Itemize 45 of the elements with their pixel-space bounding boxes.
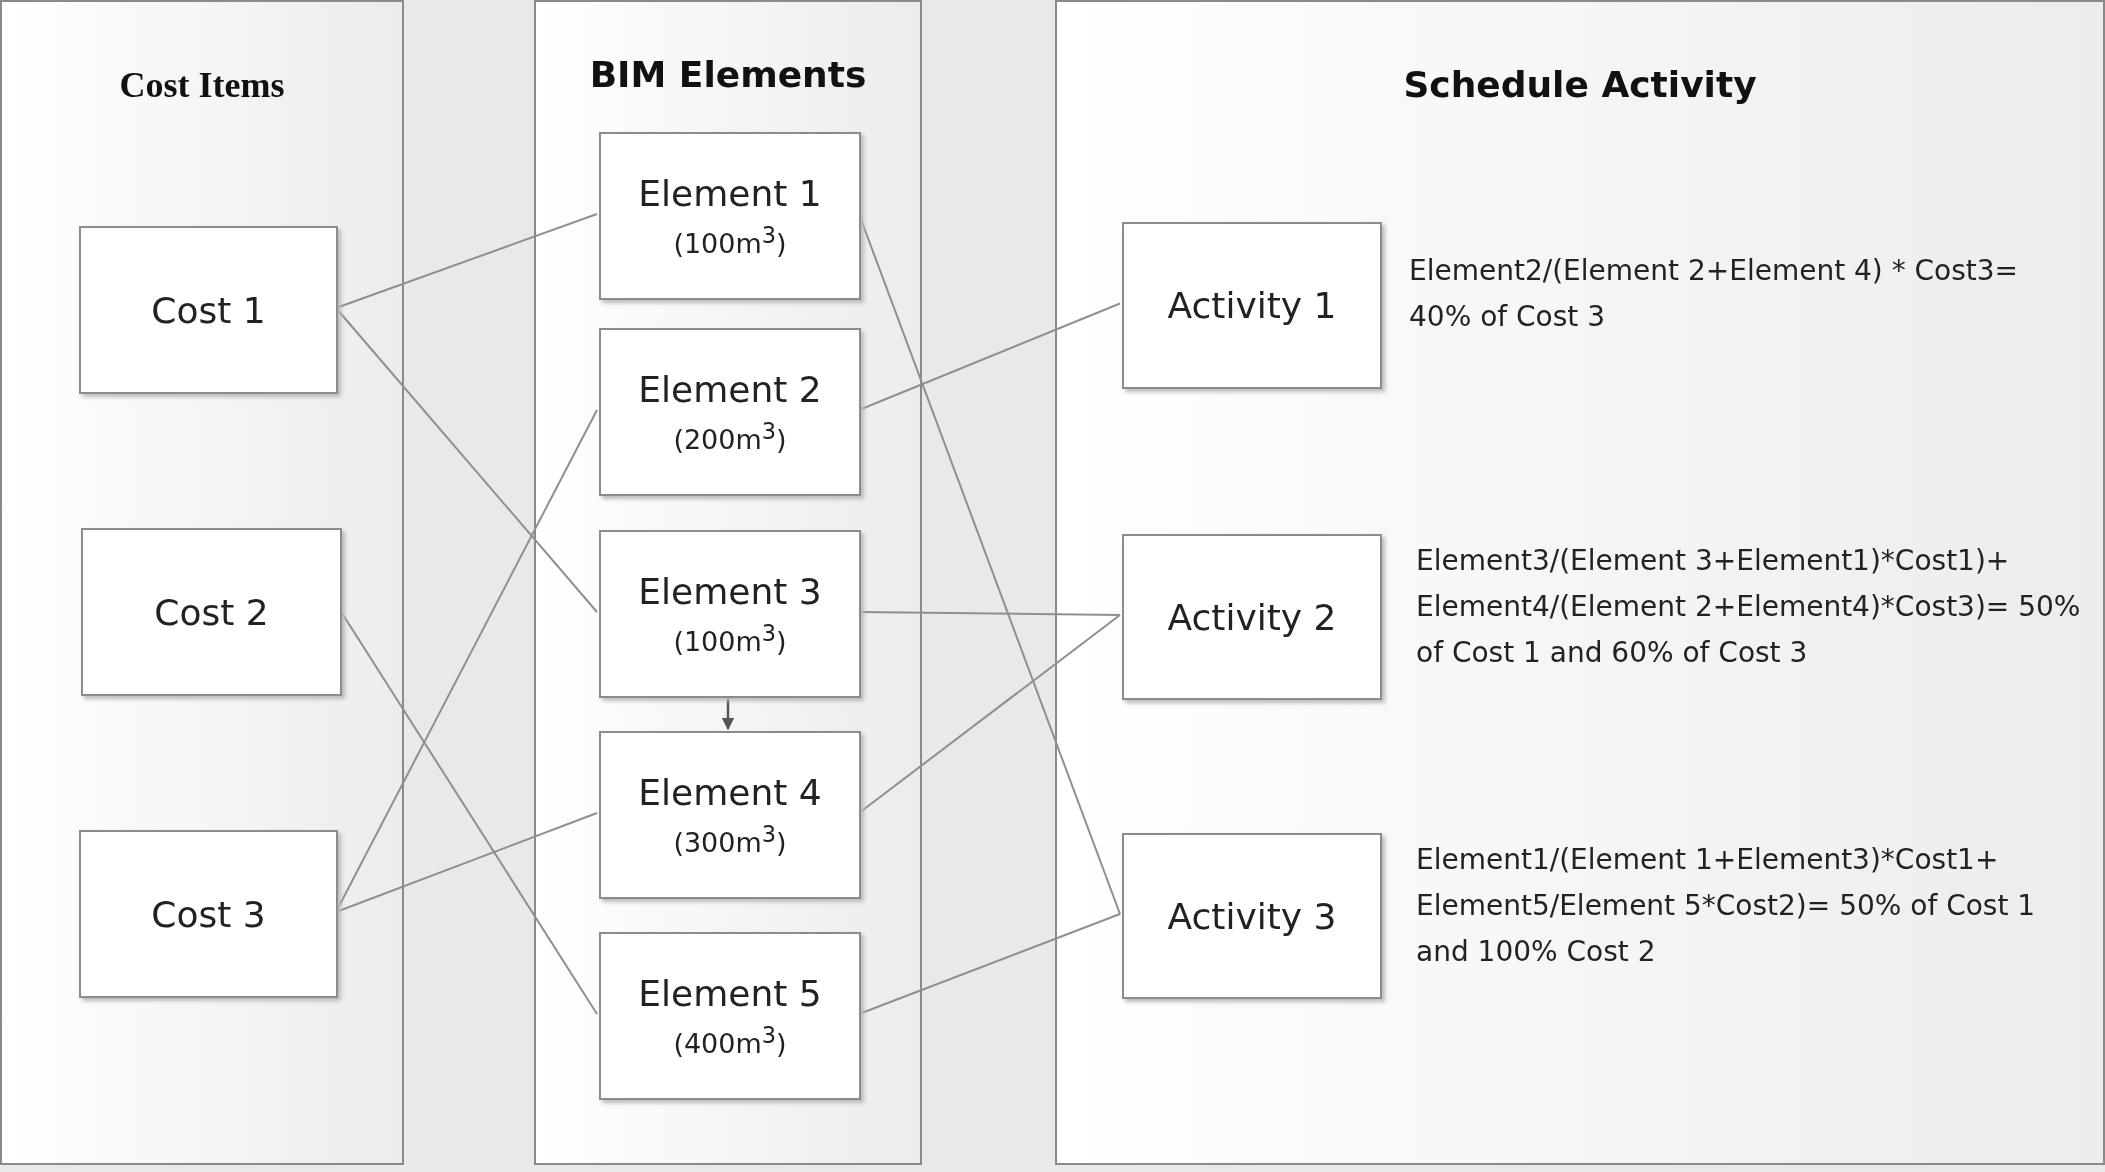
connector-line [858,611,1121,616]
connector-line [858,913,1121,1015]
formula-text: Element3/(Element 3+Element1)*Cost1)+ Element4/(Element 2+Element4)*Cost3)= 50% of Cost 1 and 60% of Cost 3 [1416,543,2082,671]
process-box [1122,833,1382,999]
volume-label: (300m$^{3}$) [673,821,787,858]
group-panel [534,0,922,1165]
group-panel [1055,0,2105,1165]
connector-line [335,812,598,913]
process-box [1122,534,1382,700]
process-box [1122,222,1382,389]
group-panel [0,0,404,1165]
node-label: Element 3 [638,571,822,612]
volume-label: (400m$^{3}$) [673,1022,787,1059]
formula-text: Element2/(Element 2+Element 4) * Cost3= 40% of Cost 3 [1409,253,2020,335]
process-box [81,528,342,696]
panel-heading: Schedule Activity [1402,64,1758,105]
node-label: Element 2 [638,369,822,410]
node-label: Element 5 [638,973,822,1014]
process-box [599,932,861,1100]
volume-label: (100m$^{3}$) [673,620,787,657]
node-label: Activity 3 [1167,895,1337,937]
node-label: Element 4 [638,772,822,813]
node-label: Cost 3 [151,893,266,935]
formula-text: Element1/(Element 1+Element3)*Cost1+ Element5/Element 5*Cost2)= 50% of Cost 1 and 100% Cost 2 [1416,842,2037,970]
connector-line [858,614,1121,814]
process-box [599,731,861,899]
node-label: Activity 1 [1167,285,1337,326]
panel-heading: BIM Elements [588,54,868,95]
process-box [599,328,861,496]
process-box [599,530,861,698]
node-label: Activity 2 [1167,596,1337,638]
arrow [721,696,735,731]
volume-label: (100m$^{3}$) [673,222,787,259]
connector-line [335,307,598,613]
process-box [79,830,338,998]
node-label: Cost 2 [154,591,269,633]
volume-label: (200m$^{3}$) [673,418,787,455]
connector-line [339,609,598,1015]
node-label: Cost 1 [151,289,266,331]
connector-line [858,302,1121,411]
process-box [79,226,338,394]
node-label: Element 1 [638,173,822,214]
panel-heading: Cost Items [118,64,286,106]
connector-line [335,213,598,309]
process-box [599,132,861,300]
